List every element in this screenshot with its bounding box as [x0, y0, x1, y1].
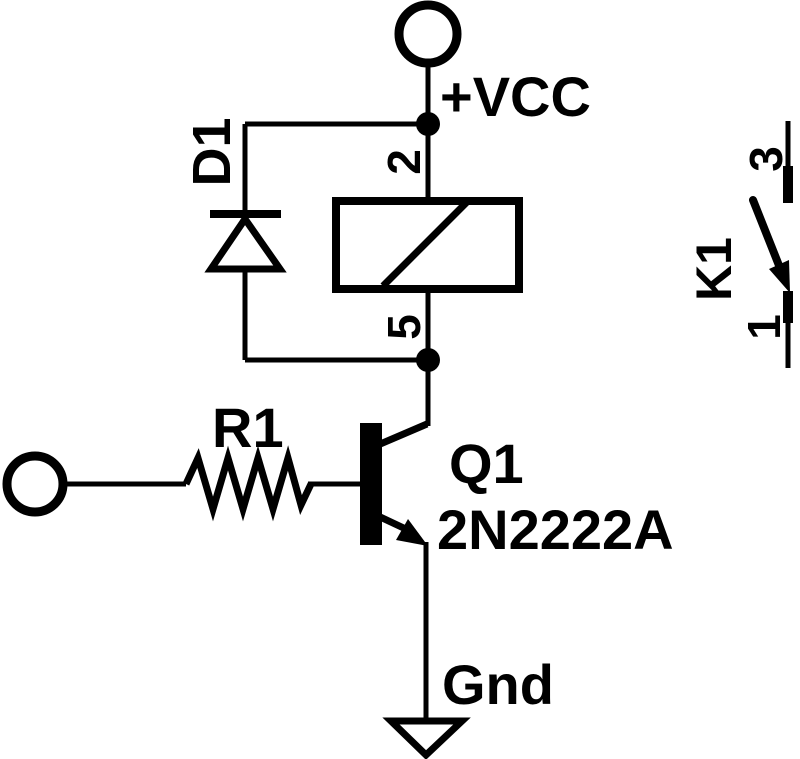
relay-coil-diagonal-icon: [380, 199, 470, 289]
resistor-icon: [182, 445, 315, 522]
transistor-collector-lead-icon: [376, 420, 429, 449]
transistor-section: Q1 2N2222A: [360, 420, 674, 561]
gnd-label: Gnd: [442, 653, 554, 716]
q1-label: Q1: [449, 432, 524, 495]
r1-label: R1: [212, 396, 284, 459]
q1-part-number-label: 2N2222A: [437, 498, 674, 561]
input-terminal-icon: [2, 451, 68, 517]
relay-coil-pin-top-label: 2: [378, 149, 430, 175]
power-rail-section: +VCC: [394, 0, 591, 200]
transistor-base-bar-icon: [360, 423, 382, 545]
relay-coil-icon: [332, 197, 523, 293]
relay-coil-section: 2 5: [332, 149, 523, 426]
vcc-label: +VCC: [440, 65, 591, 128]
transistor-emitter-arrow-icon: [396, 519, 428, 546]
contact-blade-icon: [749, 196, 784, 272]
contact-pin-top-label: 3: [740, 146, 792, 172]
diode-anode-triangle-icon: [204, 212, 287, 273]
ground-icon: [382, 717, 471, 759]
vcc-terminal-icon: [394, 0, 462, 68]
flyback-diode-branch: D1: [182, 117, 426, 363]
relay-contact-section: K1 3 1: [686, 121, 793, 368]
contact-blade-arrow-icon: [769, 260, 790, 293]
contact-pin-bottom-label: 1: [738, 314, 790, 340]
d1-label: D1: [182, 117, 242, 186]
relay-coil-pin-bottom-label: 5: [378, 314, 430, 340]
junction-dot-top: [416, 112, 440, 136]
ground-section: Gnd: [382, 542, 554, 759]
junction-dot-bottom: [416, 348, 440, 372]
input-stage: R1: [2, 396, 361, 522]
k1-label: K1: [686, 237, 742, 301]
